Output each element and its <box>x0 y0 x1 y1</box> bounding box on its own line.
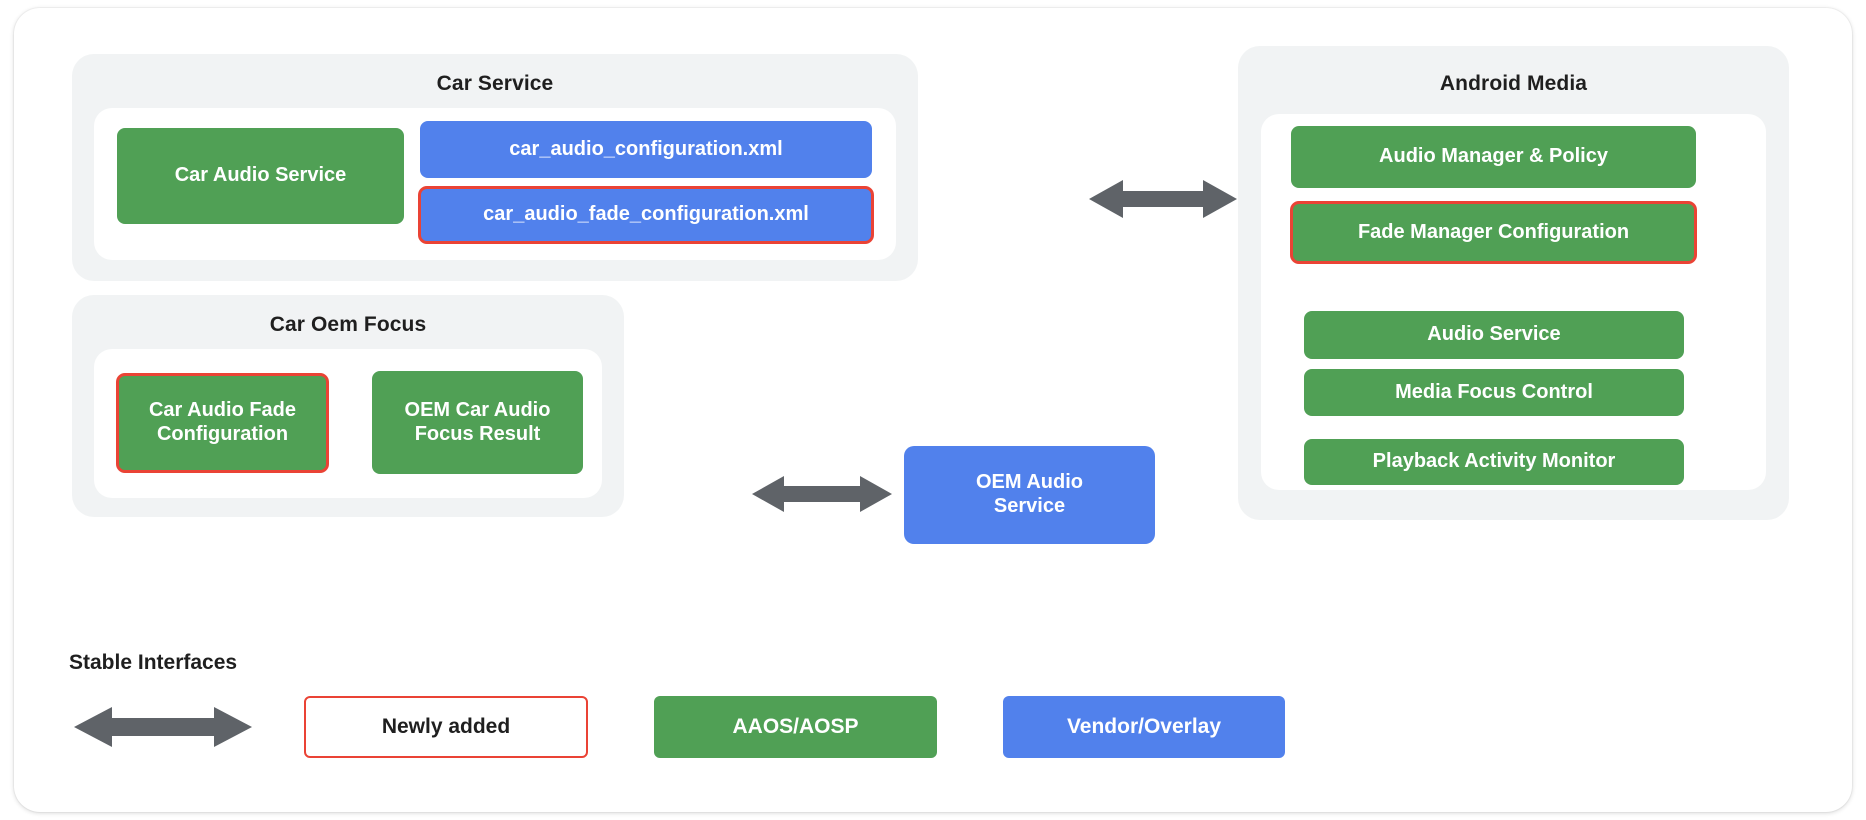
double-arrow-icon <box>1089 180 1237 218</box>
node-car-audio-fade-configuration-xml[interactable]: car_audio_fade_configuration.xml <box>418 186 874 244</box>
group-car-service-title: Car Service <box>436 72 554 95</box>
node-oem-audio-service[interactable]: OEM Audio Service <box>904 446 1155 544</box>
group-car-oem-focus-title: Car Oem Focus <box>269 313 427 336</box>
legend-double-arrow <box>74 703 252 751</box>
group-android-media-title: Android Media <box>1439 72 1588 95</box>
node-playback-activity-monitor[interactable]: Playback Activity Monitor <box>1304 439 1684 485</box>
double-arrow-icon <box>74 707 252 747</box>
node-audio-service[interactable]: Audio Service <box>1304 311 1684 359</box>
connector-car-oem-focus-to-oem-audio-service <box>752 472 892 516</box>
group-android-media: Android Media Audio Manager & Policy Fad… <box>1238 46 1789 520</box>
node-oem-car-audio-focus-result[interactable]: OEM Car Audio Focus Result <box>372 371 583 474</box>
legend-item-vendor-overlay[interactable]: Vendor/Overlay <box>1003 696 1285 758</box>
double-arrow-icon <box>752 476 892 512</box>
legend-title: Stable Interfaces <box>69 651 238 674</box>
legend-item-newly-added[interactable]: Newly added <box>304 696 588 758</box>
group-car-service: Car Service Car Audio Service car_audio_… <box>72 54 918 281</box>
node-audio-manager-policy[interactable]: Audio Manager & Policy <box>1291 126 1696 188</box>
node-fade-manager-configuration[interactable]: Fade Manager Configuration <box>1290 201 1697 264</box>
group-car-oem-focus: Car Oem Focus Car Audio Fade Configurati… <box>72 295 624 517</box>
node-media-focus-control[interactable]: Media Focus Control <box>1304 369 1684 416</box>
node-car-audio-configuration-xml[interactable]: car_audio_configuration.xml <box>420 121 872 178</box>
connector-car-service-to-android-media <box>1089 176 1237 222</box>
diagram-canvas: Car Service Car Audio Service car_audio_… <box>14 8 1852 812</box>
node-car-audio-service[interactable]: Car Audio Service <box>117 128 404 224</box>
legend-item-aaos-aosp[interactable]: AAOS/AOSP <box>654 696 937 758</box>
node-car-audio-fade-configuration[interactable]: Car Audio Fade Configuration <box>116 373 329 473</box>
